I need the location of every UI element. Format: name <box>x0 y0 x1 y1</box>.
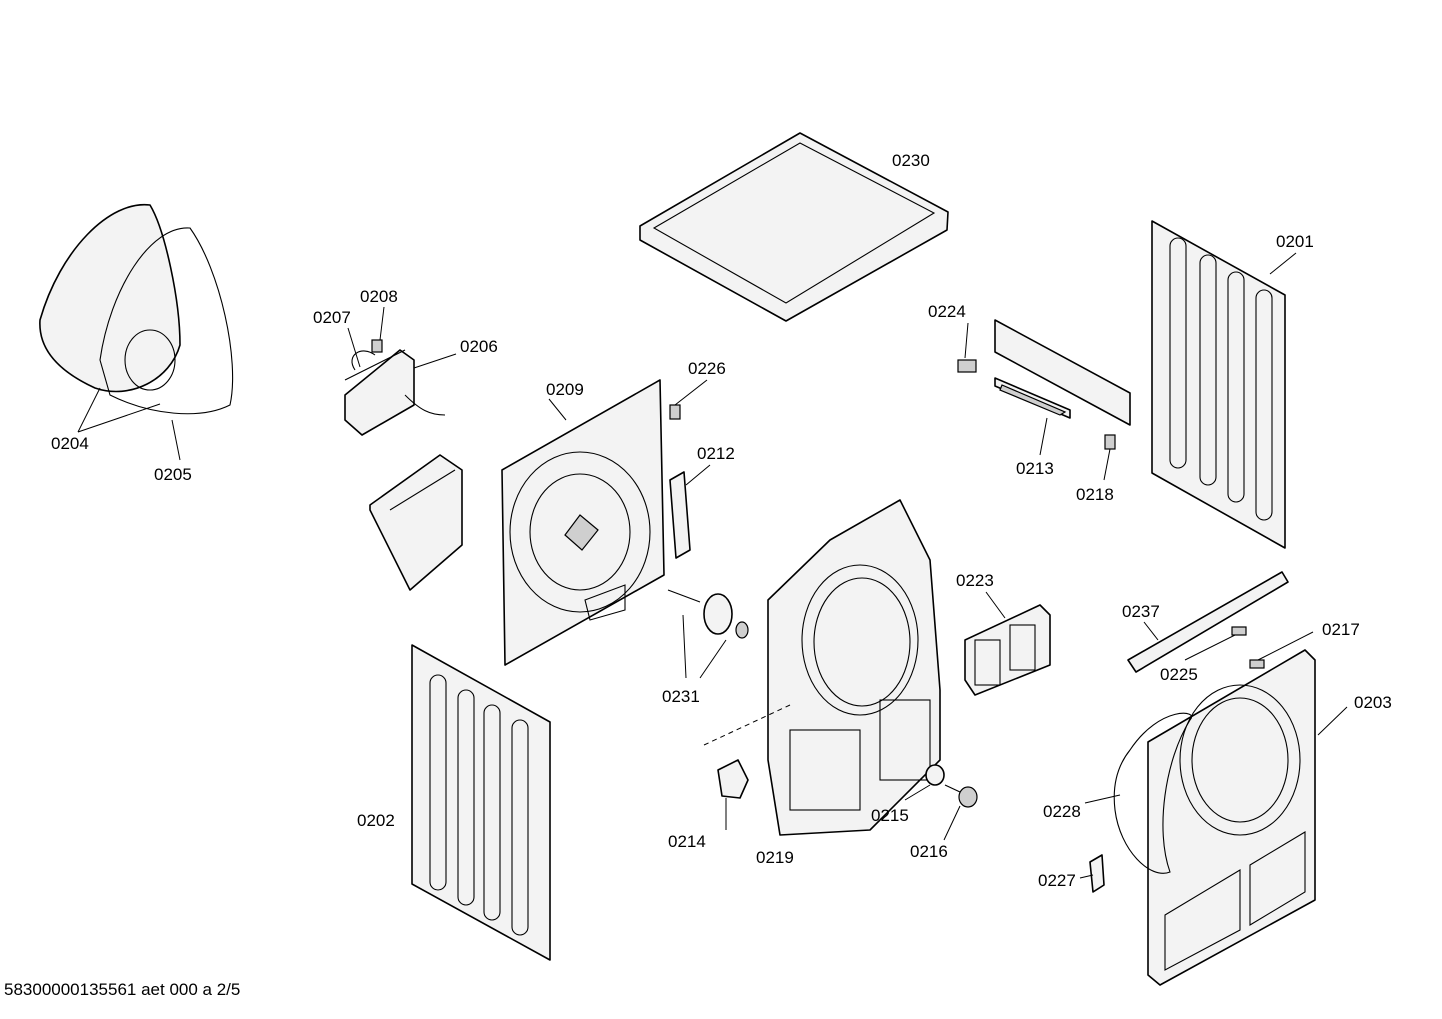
part-0212-rail <box>669 471 691 559</box>
part-0231-pulley <box>667 589 749 639</box>
part-0205-gasket-ring <box>99 227 234 415</box>
part-0224-connector <box>957 359 977 373</box>
part-0217-latch <box>1249 659 1265 669</box>
label-0213: 0213 <box>1016 459 1054 478</box>
part-0225-clip <box>1231 626 1247 636</box>
label-0226: 0226 <box>688 359 726 378</box>
label-0204: 0204 <box>51 434 89 453</box>
part-control-board <box>994 319 1131 426</box>
part-0216-sensor <box>944 784 978 808</box>
part-0203-front-panel <box>1147 649 1316 986</box>
label-0201: 0201 <box>1276 232 1314 251</box>
label-0214: 0214 <box>668 832 706 851</box>
part-0230-top-cover <box>639 132 949 322</box>
label-0237: 0237 <box>1122 602 1160 621</box>
part-0201-side-panel <box>1151 220 1286 549</box>
part-0204-seal <box>39 203 181 393</box>
part-air-duct <box>369 454 463 591</box>
part-0227-hinge <box>1089 854 1105 893</box>
part-0202-side-panel <box>411 644 551 961</box>
label-0212: 0212 <box>697 444 735 463</box>
part-0228-door-gasket <box>1113 712 1193 874</box>
label-0203: 0203 <box>1354 693 1392 712</box>
label-0228: 0228 <box>1043 802 1081 821</box>
label-0230: 0230 <box>892 151 930 170</box>
label-0225: 0225 <box>1160 665 1198 684</box>
part-0207-wire <box>351 350 376 371</box>
part-0209-rear-wall <box>501 379 665 666</box>
part-0214-switch <box>703 704 791 799</box>
part-0226-clip <box>669 404 681 420</box>
part-0219-front-frame <box>767 499 941 836</box>
label-0208: 0208 <box>360 287 398 306</box>
label-0223: 0223 <box>956 571 994 590</box>
drawing-code: 58300000135561 aet 000 a 2/5 <box>4 980 241 999</box>
part-0223-filter <box>964 604 1051 696</box>
label-0217: 0217 <box>1322 620 1360 639</box>
part-0237-rail <box>1127 571 1289 673</box>
label-0231: 0231 <box>662 687 700 706</box>
label-0224: 0224 <box>928 302 966 321</box>
part-0213-board-strip <box>994 377 1071 419</box>
part-0208-clip <box>371 339 383 353</box>
leader-lines <box>77 252 1348 879</box>
part-0215-knob <box>925 764 945 786</box>
label-0206: 0206 <box>460 337 498 356</box>
label-0207: 0207 <box>313 308 351 327</box>
part-0218-clip <box>1104 434 1116 450</box>
label-0218: 0218 <box>1076 485 1114 504</box>
label-0216: 0216 <box>910 842 948 861</box>
label-0215: 0215 <box>871 806 909 825</box>
label-0202: 0202 <box>357 811 395 830</box>
part-0206-module <box>344 349 446 436</box>
label-0209: 0209 <box>546 380 584 399</box>
label-0219: 0219 <box>756 848 794 867</box>
label-0205: 0205 <box>154 465 192 484</box>
label-0227: 0227 <box>1038 871 1076 890</box>
